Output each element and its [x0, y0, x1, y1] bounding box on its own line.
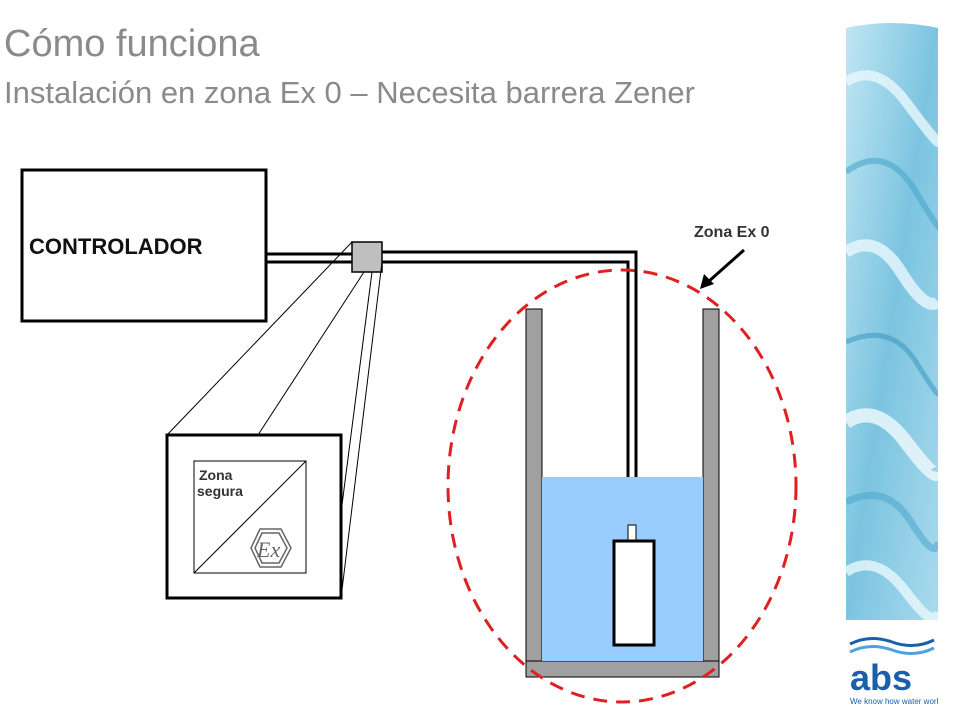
sensor-cable-outer	[382, 250, 638, 525]
barrier-diagonal	[193, 460, 307, 574]
water-texture-image	[846, 22, 938, 620]
ex-hexagon-icon: Ex	[250, 528, 292, 568]
page-title: Cómo funciona	[4, 23, 260, 65]
zone-ex0-label: Zona Ex 0	[694, 224, 770, 241]
ex-symbol-text: Ex	[256, 537, 280, 562]
logo-tagline: We know how water works	[850, 697, 938, 706]
controller-box	[20, 168, 268, 323]
abs-logo: abs We know how water works	[846, 630, 945, 710]
zoom-line-1	[166, 241, 353, 436]
safe-zone-label-line1: Zona	[199, 467, 233, 483]
ex0-zone-boundary	[446, 268, 798, 704]
level-sensor	[612, 539, 656, 647]
tank-left-wall	[525, 308, 543, 678]
zone-arrow-head	[700, 274, 714, 289]
zener-barrier-box	[351, 241, 383, 273]
logo-wordmark: abs	[850, 657, 912, 698]
sensor-cable-inner	[382, 260, 630, 525]
page-subtitle: Instalación en zona Ex 0 – Necesita barr…	[4, 75, 695, 110]
zoom-line-4	[340, 261, 383, 599]
zone-arrow-shaft	[707, 248, 745, 284]
tank-right-wall	[702, 308, 720, 678]
zoom-line-2	[257, 271, 365, 436]
sensor-cable-entry	[627, 524, 637, 542]
safe-zone-label-line2: segura	[197, 483, 243, 499]
tank-bottom-wall	[525, 660, 720, 678]
controller-label: CONTROLADOR	[29, 234, 203, 259]
